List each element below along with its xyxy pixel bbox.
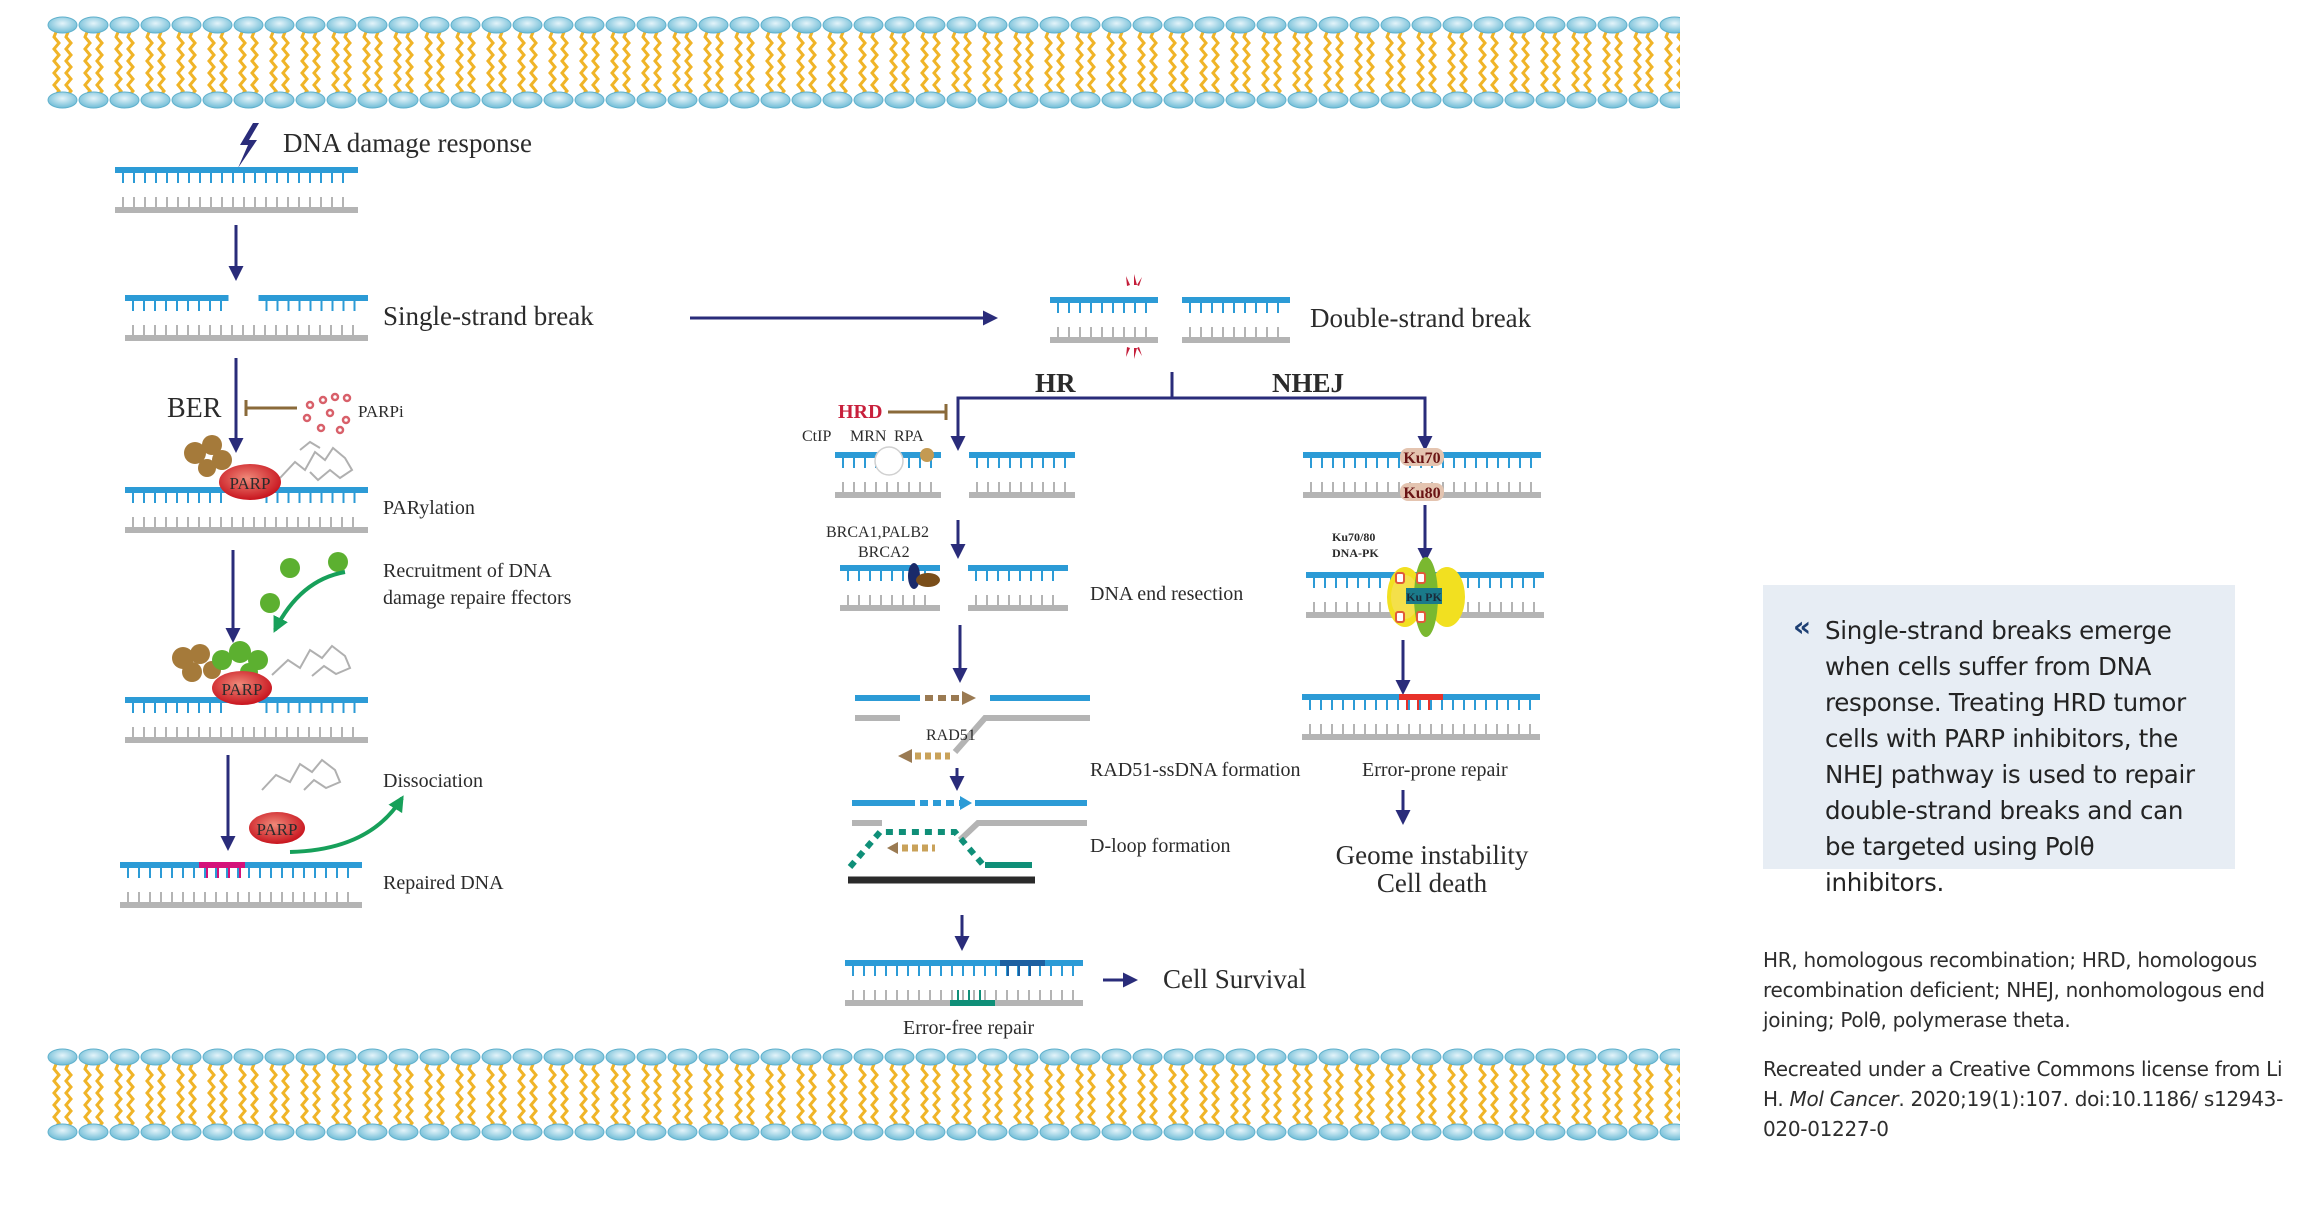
pull-quote-text: Single-strand breaks emerge when cells s… [1825, 616, 2195, 897]
error-free-label: Error-free repair [903, 1017, 1035, 1039]
dna-repaired [120, 862, 362, 908]
ku-complex-label-line2: DNA-PK [1332, 546, 1379, 560]
quote-icon: « [1793, 610, 1812, 643]
brca2-protein-icon [916, 573, 940, 587]
dna-error-prone [1302, 694, 1540, 740]
effector-proteins-icon [260, 552, 348, 613]
dna-hr-initiation [835, 452, 1075, 498]
journal-name: Mol Cancer [1789, 1087, 1899, 1111]
double-strand-break-label: Double-strand break [1310, 303, 1532, 333]
ku80-protein: Ku80 [1400, 483, 1444, 502]
dna-intact [115, 167, 358, 213]
credit-prefix: Recreated under a Creative Commons licen… [1763, 1057, 2283, 1111]
abbreviations-caption: HR, homologous recombination; HRD, homol… [1763, 948, 2265, 1032]
ku70-protein: Ku70 [1400, 448, 1444, 467]
dna-effector-recruitment [125, 697, 368, 743]
cell-membrane-bottom [47, 1048, 1680, 1141]
repaired-dna-label: Repaired DNA [383, 872, 504, 894]
cell-death-label: Cell death [1377, 868, 1488, 898]
recruitment-label-line1: Recruitment of DNA [383, 560, 552, 582]
svg-text:PARP: PARP [230, 474, 271, 493]
rpa-protein-icon [920, 448, 934, 462]
source-credit: Recreated under a Creative Commons licen… [1763, 1054, 2283, 1144]
parpi-label: PARPi [358, 402, 404, 421]
genome-instability-label: Geome instability [1336, 840, 1529, 870]
hr-nhej-branch [956, 396, 1427, 445]
parp-protein: PARP [219, 464, 281, 500]
hr-label: HR [1035, 368, 1076, 398]
dissociation-label: Dissociation [383, 770, 483, 792]
dna-end-resection-label: DNA end resection [1090, 583, 1243, 605]
svg-text:Ku PK: Ku PK [1406, 590, 1442, 604]
hrd-label: HRD [838, 401, 882, 423]
rad51-label: RAD51 [926, 727, 976, 744]
dna-repair-diagram: DNA damage response Single-strand break … [47, 16, 1680, 1141]
rad51-filament [855, 691, 1090, 763]
dna-single-strand-break [125, 295, 368, 341]
svg-text:Ku70: Ku70 [1403, 450, 1440, 467]
cell-membrane-top [47, 16, 1680, 109]
brca-label-line1: BRCA1,PALB2 [826, 524, 929, 541]
nhej-label: NHEJ [1272, 368, 1344, 398]
parp-inhibitor-molecules-icon [302, 392, 352, 435]
mrn-label: MRN [850, 428, 887, 445]
dna-end-resection [840, 565, 1068, 611]
mrn-complex-icon [874, 446, 904, 476]
d-loop-label: D-loop formation [1090, 835, 1231, 857]
ber-label: BER [167, 393, 222, 424]
lightning-icon [238, 123, 259, 168]
recruitment-label-line2: damage repaire ffectors [383, 587, 572, 609]
d-loop-structure [847, 796, 1087, 884]
ku-complex-label-line1: Ku70/80 [1332, 530, 1375, 544]
svg-text:PARP: PARP [257, 820, 298, 839]
break-mark-icon [1126, 274, 1142, 359]
brca-label-line2: BRCA2 [858, 544, 910, 561]
par-chain-icon [261, 758, 342, 791]
single-strand-break-label: Single-strand break [383, 301, 594, 331]
ber-complex-icon [172, 644, 221, 682]
inhibition-bar [244, 400, 297, 416]
parp-protein: PARP [212, 671, 272, 705]
hrd-inhibition-bar [888, 404, 948, 420]
ber-complex-icon [184, 435, 232, 477]
ctip-label: CtIP [802, 428, 831, 445]
par-chain-icon [279, 440, 354, 482]
recruitment-arrow [273, 570, 346, 633]
svg-text:PARP: PARP [222, 680, 263, 699]
parp-protein: PARP [249, 812, 305, 844]
parylation-label: PARylation [383, 497, 475, 519]
credit-suffix: . 2020;19(1):107. doi:10.1186/ s12943-02… [1763, 1087, 2283, 1141]
rad51-ssdna-label: RAD51-ssDNA formation [1090, 759, 1301, 781]
dna-error-free [845, 960, 1083, 1006]
dnapk-complex-icon: Ku PK [1387, 557, 1465, 637]
pull-quote-callout: « Single-strand breaks emerge when cells… [1763, 585, 2235, 897]
svg-text:Ku80: Ku80 [1403, 485, 1440, 502]
dissociation-arrow [289, 795, 404, 854]
cell-survival-label: Cell Survival [1163, 964, 1306, 994]
dna-double-strand-break [1050, 297, 1290, 343]
error-prone-label: Error-prone repair [1362, 759, 1508, 781]
par-chain-icon [271, 644, 352, 677]
dna-damage-response-label: DNA damage response [283, 128, 532, 158]
rpa-label: RPA [894, 428, 924, 445]
